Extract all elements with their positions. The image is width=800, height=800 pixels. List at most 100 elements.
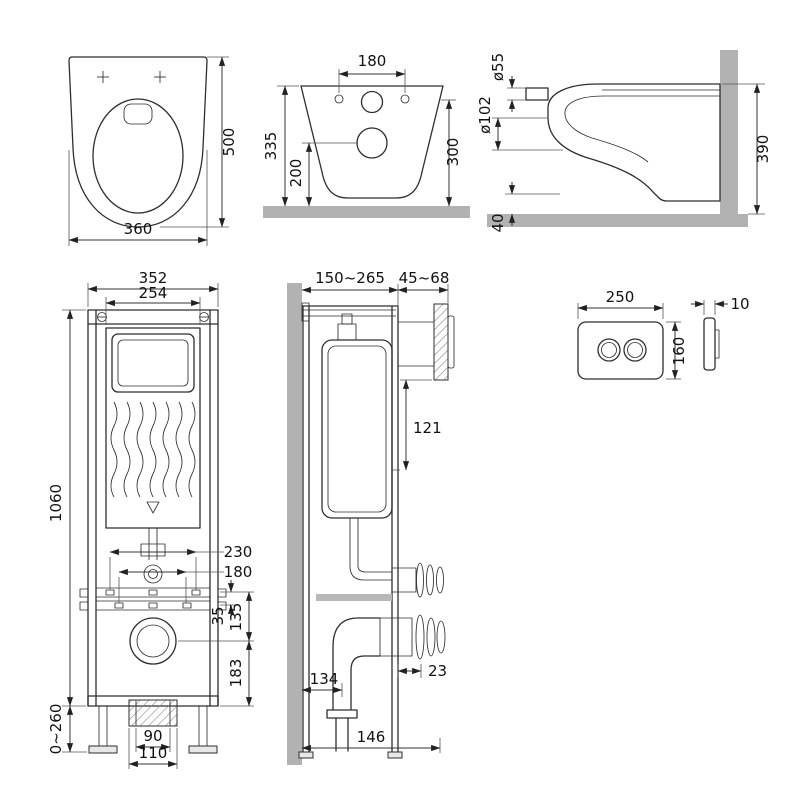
dim-label-146: 146	[357, 728, 386, 746]
dim-gap-40: 40	[489, 182, 560, 233]
wall-bracket	[301, 302, 396, 322]
support-shelf	[316, 594, 392, 601]
dim-label-outlet-dia: ø102	[476, 96, 494, 134]
toilet-front-view: 180 335 200 300	[262, 52, 470, 218]
dim-total-height-335: 335	[262, 85, 299, 207]
dim-outlet-90: 90	[135, 727, 171, 752]
floor-section	[487, 214, 748, 227]
dim-frame-width-352: 352	[87, 269, 219, 307]
cistern-side	[321, 339, 393, 519]
bolt-hole-right	[400, 94, 410, 104]
bowl-outline	[68, 56, 208, 228]
plate-front	[577, 321, 664, 380]
dim-label-plate-height: 160	[670, 337, 688, 366]
dim-height-390: 390	[722, 83, 772, 215]
dim-depth-range: 150~265	[301, 269, 399, 308]
frame-foot-rear	[298, 751, 314, 759]
bowl-inlet-connector	[391, 562, 444, 598]
dim-offset-23: 23	[397, 662, 447, 680]
dim-label-90: 90	[143, 727, 162, 745]
dim-label-inner-width: 254	[139, 284, 168, 302]
dim-outlet-dia-102: ø102	[476, 96, 563, 151]
flush-plate-side	[447, 315, 455, 369]
dim-outlet-height-200: 200	[287, 142, 358, 207]
toilet-top-view: 500 360	[68, 56, 238, 246]
inlet-fitting	[140, 528, 166, 584]
drain-socket-inner	[136, 624, 170, 658]
dim-label-135: 135	[227, 603, 245, 632]
dim-plate-thickness-10: 10	[691, 295, 750, 315]
dim-depth-500: 500	[160, 56, 238, 228]
cistern-box	[105, 327, 201, 529]
dim-label-plate-range: 45~68	[399, 269, 450, 287]
dim-label-depth-range: 150~265	[315, 269, 385, 287]
dim-offset-146: 146	[301, 728, 441, 753]
bowl-front-outline	[300, 85, 444, 199]
dim-spacing-230: 230	[109, 543, 252, 590]
flush-jet	[123, 103, 153, 125]
dim-label-plate-thickness: 10	[730, 295, 749, 313]
dim-bolt-spacing-180: 180	[338, 52, 406, 93]
dim-offset-183: 183	[220, 640, 254, 707]
dim-frame-height-1060: 1060	[47, 309, 86, 707]
dim-label-foot-range: 0~260	[47, 704, 65, 755]
dim-label-gap: 40	[489, 213, 507, 232]
wall-section	[287, 283, 302, 765]
dim-label-width: 360	[124, 220, 153, 238]
dim-inlet-dia-55: ø55	[489, 53, 526, 112]
dim-inner-width-254: 254	[105, 284, 201, 325]
dim-label-121: 121	[413, 419, 442, 437]
fill-valve	[337, 313, 357, 341]
dim-label-depth: 500	[220, 128, 238, 157]
frame-rails	[87, 309, 219, 707]
button-large-outer	[623, 338, 647, 362]
flush-pipe	[349, 518, 392, 581]
dim-offset-121: 121	[392, 379, 442, 471]
dim-plate-width-250: 250	[577, 288, 664, 319]
dim-spacing-180: 180	[118, 563, 253, 603]
wall-section	[720, 50, 738, 214]
inlet-hole	[360, 90, 384, 114]
dim-plate-height-160: 160	[666, 321, 688, 380]
bolt-hole-left	[334, 94, 344, 104]
rim-line	[564, 95, 720, 163]
frame-corner-screws	[97, 312, 209, 322]
adjustable-feet	[88, 706, 218, 754]
dim-label-180: 180	[224, 563, 253, 581]
dim-label-total-height: 335	[262, 132, 280, 161]
button-large-inner	[627, 342, 643, 358]
flush-plate-shaft	[398, 321, 434, 367]
bowl-side-outline	[547, 83, 721, 202]
finished-wall-section	[433, 303, 449, 381]
drain-connector	[379, 614, 446, 660]
dim-label-35: 35	[209, 606, 227, 625]
seat-opening	[92, 98, 184, 214]
button-small-inner	[601, 342, 617, 358]
seat-hinge-marks	[97, 71, 166, 83]
dim-foot-range: 0~260	[47, 704, 87, 755]
dim-label-outlet-height: 200	[287, 159, 305, 188]
access-panel-outer	[111, 333, 195, 393]
dim-label-110: 110	[139, 744, 168, 762]
frame-side-view: 150~265 45~68 121 23 134 146	[287, 269, 455, 765]
dim-offset-134: 134	[301, 670, 343, 697]
dim-label-134: 134	[310, 670, 339, 688]
dim-label-height: 390	[754, 135, 772, 164]
dim-label-rim-height: 300	[444, 138, 462, 167]
dim-label-bolt-spacing: 180	[358, 52, 387, 70]
inlet-pipe	[525, 87, 549, 101]
drain-base	[128, 699, 178, 727]
frame-foot-front	[387, 751, 403, 759]
outlet-hole	[356, 127, 388, 159]
drain-elbow	[326, 617, 381, 752]
access-panel-inner	[117, 339, 189, 387]
dim-outlet-110: 110	[128, 728, 178, 769]
dim-plate-range: 45~68	[397, 269, 450, 303]
cistern-side-inner	[327, 345, 387, 513]
dim-width-360: 360	[68, 150, 208, 246]
floor-section	[263, 206, 470, 218]
dim-label-23: 23	[428, 662, 447, 680]
button-small-outer	[597, 338, 621, 362]
